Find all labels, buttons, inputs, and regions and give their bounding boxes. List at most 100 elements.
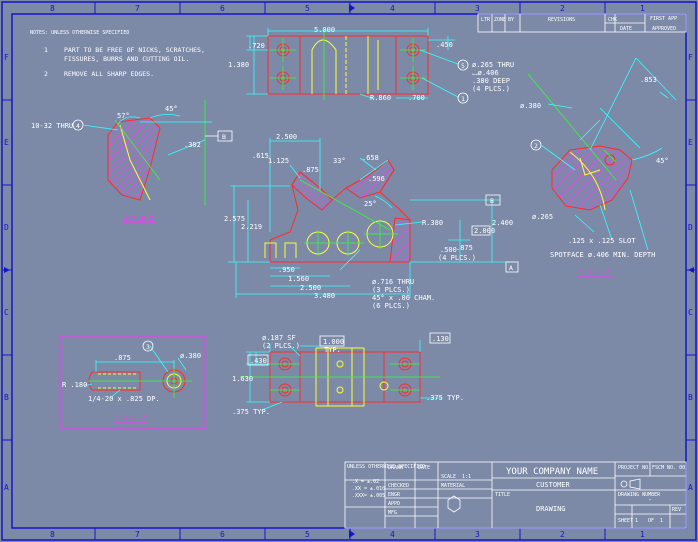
dim-1380: 1.380: [228, 61, 249, 69]
zone-col: 6: [220, 4, 225, 13]
zone-col: 4: [390, 530, 395, 539]
sf-note: ø.187 SF: [262, 334, 296, 342]
dim-875b: .875: [456, 244, 473, 252]
zone-row: E: [4, 138, 9, 147]
dim-380: ø.380: [180, 352, 201, 360]
dwg-no-label: DRAWING NUMBER: [618, 492, 661, 498]
bottom-view: ø.187 SF (2 PLCS.) 1.000 TYP. .130 .430 …: [232, 332, 464, 416]
dim-302: .302: [184, 141, 201, 149]
company-name: YOUR COMPANY NAME: [506, 467, 598, 477]
customer: CUSTOMER: [536, 481, 571, 489]
thread-note: 1/4-20 x .825 DP.: [88, 395, 160, 403]
dim-853: .853: [640, 76, 657, 84]
note-number: 2: [44, 70, 48, 78]
zone-row: B: [688, 393, 693, 402]
zone-row: C: [688, 308, 693, 317]
tb-rev: REV: [672, 507, 681, 513]
detail-left: B 4 10-32 THRU 57° 45° .302 SCALE 2: [31, 100, 233, 224]
projection-symbol: [620, 478, 641, 490]
dim-1560: 1.560: [288, 275, 309, 283]
tb-scale-label: SCALE: [441, 474, 456, 480]
zone-row: F: [4, 53, 9, 62]
zone-col: 5: [305, 4, 310, 13]
hole-note: ø.265 THRU: [472, 61, 514, 69]
zone-col: 2: [560, 4, 565, 13]
tb-drawn: DRAWN: [388, 465, 403, 471]
tb-sheet-of: 1: [660, 518, 663, 524]
dim-130: .130: [432, 335, 449, 343]
dim-265: ø.265: [532, 213, 553, 221]
hexagon-symbol: [447, 495, 461, 513]
zone-col: 6: [220, 530, 225, 539]
datum-a: A: [509, 264, 513, 272]
dim-r860: R.860: [370, 94, 391, 102]
zone-row: D: [688, 223, 693, 232]
note-number: 1: [44, 46, 48, 54]
hole-note: ø.716 THRU: [372, 278, 414, 286]
zone-row: C: [4, 308, 9, 317]
zone-labels: 8 7 6 5 4 3 2 1 8 7 6 5 4 3 2 1 F E D C …: [4, 4, 693, 539]
tolerance: .XX = ±.010: [352, 486, 385, 492]
dim-2000: 2.000: [474, 227, 495, 235]
revision-block: LTR ZONE BY REVISIONS CHK DATE APPROVED …: [477, 13, 687, 33]
dim-2400: 2.400: [492, 219, 513, 227]
dim-5000: 5.000: [314, 26, 335, 34]
notes-title: NOTES: UNLESS OTHERWISE SPECIFIED: [30, 30, 129, 36]
detail-right: ø.380 .853 45° 2 ø.265 .125 x .125 SLOT …: [520, 57, 677, 277]
note-text: PART TO BE FREE OF NICKS, SCRATCHES,: [64, 46, 205, 54]
rev-approved: APPROVED: [652, 26, 676, 32]
detail-label: SCALE 2: [124, 215, 154, 223]
dim-2219: 2.219: [241, 223, 262, 231]
angle-45: 45°: [165, 105, 178, 113]
angle-25: 25°: [364, 200, 377, 208]
callout-5: 5: [461, 62, 465, 70]
dim-1000: 1.000: [323, 338, 344, 346]
zone-row: E: [688, 138, 693, 147]
dim-720: .720: [248, 42, 265, 50]
dim-380: ø.380: [520, 102, 541, 110]
notes-block: NOTES: UNLESS OTHERWISE SPECIFIED 1 PART…: [30, 30, 205, 78]
dim-typ: TYP.: [324, 346, 341, 354]
dim-1630: 1.630: [232, 375, 253, 383]
rev-revisions: REVISIONS: [548, 17, 575, 23]
detail-label: SCALE 2: [580, 268, 610, 276]
zone-row: D: [4, 223, 9, 232]
slot-note: .125 x .125 SLOT: [568, 237, 636, 245]
zone-col: 4: [390, 4, 395, 13]
dim-875: .875: [114, 354, 131, 362]
four-plcs: (4 PLCS.): [438, 254, 476, 262]
hole-note: 45° x .06 CHAM.: [372, 294, 435, 302]
hole-note: .380 DEEP: [472, 77, 510, 85]
tb-scale: 1:1: [462, 474, 471, 480]
tb-date: DATE: [418, 465, 430, 471]
datum-b: B: [222, 133, 226, 141]
rev-zone: ZONE: [494, 17, 506, 23]
tb-checked: CHECKED: [388, 483, 409, 489]
spotface-note: SPOTFACE ø.406 MIN. DEPTH: [550, 251, 655, 259]
zone-row: A: [688, 483, 693, 492]
dim-1125: 1.125: [268, 157, 289, 165]
dim-r180: R .180: [62, 381, 87, 389]
tb-title-label: TITLE: [495, 492, 510, 498]
cage-code: FSCM NO. 00: [652, 465, 685, 471]
hole-note: (6 PLCS.): [372, 302, 410, 310]
datum-b: B: [490, 197, 494, 205]
zone-col: 1: [640, 4, 645, 13]
zone-col: 1: [640, 530, 645, 539]
dim-375b: .375 TYP.: [426, 394, 464, 402]
rev-first-app: FIRST APP: [650, 16, 677, 22]
zone-col: 3: [475, 4, 480, 13]
rev-date: DATE: [620, 26, 632, 32]
dim-430: .430: [250, 357, 267, 365]
dim-375: .375 TYP.: [232, 408, 270, 416]
angle-57: 57°: [117, 112, 130, 120]
detail-bottom-left: 3 .875 ø.380 R .180 1/4-20 x .825 DP. SC…: [59, 335, 206, 429]
title-block: UNLESS OTHERWISE SPECIFIED .X = ±.02 .XX…: [344, 461, 687, 529]
tol-head: UNLESS OTHERWISE SPECIFIED: [347, 464, 425, 470]
hole-note: ⌴ø.406: [472, 69, 499, 77]
dim-r380: R.380: [422, 219, 443, 227]
tb-mfg: MFG: [388, 510, 397, 516]
front-view: 2.500 .615 1.125 .875 33° .658 .596 25° …: [224, 133, 519, 310]
dim-950: .950: [278, 266, 295, 274]
tb-sheet-n: 1: [635, 518, 638, 524]
